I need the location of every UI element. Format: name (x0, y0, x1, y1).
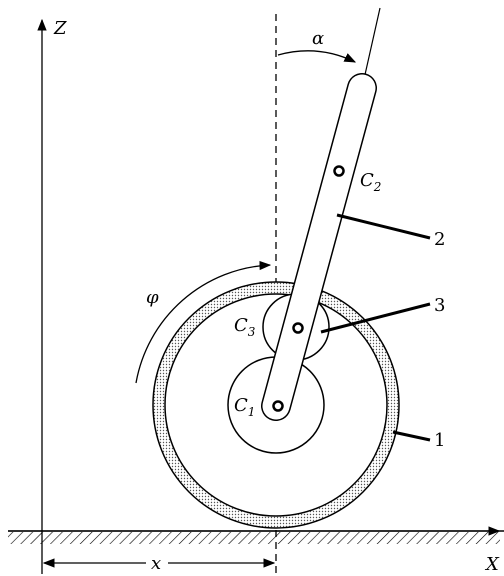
rod-body-fill (262, 74, 376, 420)
z-axis-label: Z (53, 18, 67, 39)
label-c3: C3 (234, 315, 256, 339)
alpha-label: α (312, 28, 324, 49)
ground-hatch (8, 532, 500, 544)
leader-rod (336, 213, 431, 240)
joint-c3 (292, 322, 304, 334)
part-number-roller: 3 (434, 295, 445, 316)
leader-wheel (392, 430, 431, 442)
leader-roller (320, 302, 431, 334)
alpha-arc (277, 50, 357, 63)
joint-c2 (333, 165, 345, 177)
part-number-wheel: 1 (434, 430, 445, 451)
dimension-x-label-bg (146, 552, 168, 572)
phi-arc (135, 260, 272, 384)
phi-label: φ (146, 287, 159, 308)
joint-c1 (272, 400, 284, 412)
dimension-x-label: x (151, 553, 161, 574)
part-number-rod: 2 (434, 229, 445, 250)
label-c1: C1 (234, 395, 255, 419)
label-c2: C2 (360, 170, 381, 194)
x-axis-label: X (484, 554, 500, 575)
